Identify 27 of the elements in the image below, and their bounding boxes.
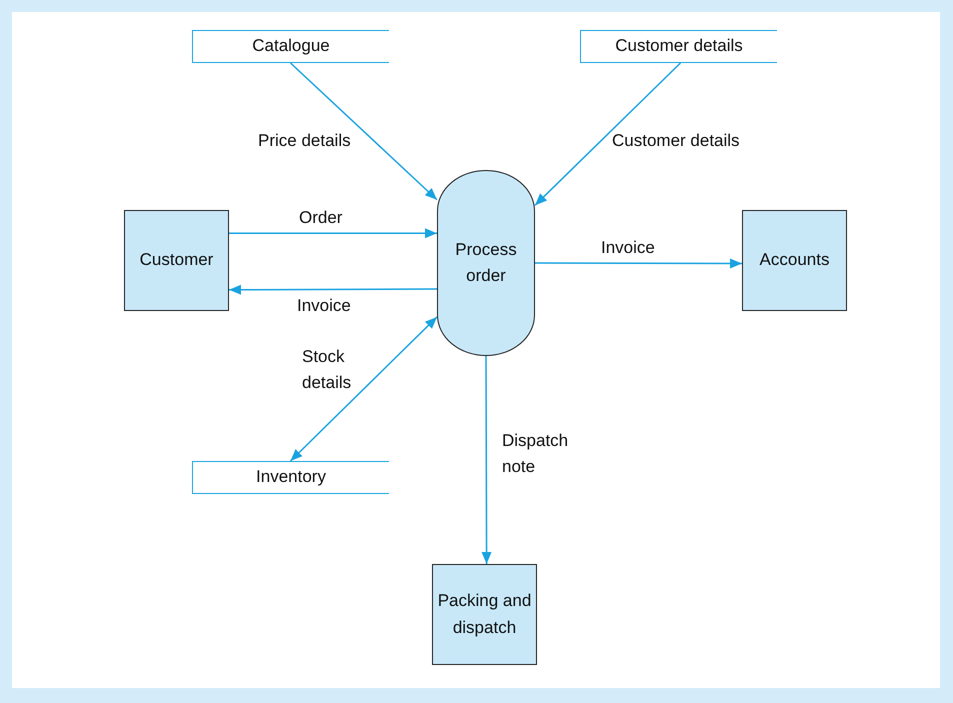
node-label: Catalogue (252, 35, 330, 58)
data-store (580, 30, 777, 63)
arrow (290, 316, 438, 462)
edge-label: Price details (258, 130, 352, 152)
edge-label: Stock details (302, 346, 352, 394)
node-label: Inventory (256, 466, 326, 488)
node-label: Packing and dispatch (437, 590, 532, 638)
arrow (290, 62, 438, 200)
edge-label: Order (299, 207, 344, 229)
node-label: Process order (454, 238, 518, 287)
arrow (229, 284, 437, 295)
arrow (534, 62, 681, 206)
edge-label: Dispatch note (502, 430, 570, 478)
entity-box (432, 564, 537, 665)
entity-box (124, 210, 229, 311)
node-label: Accounts (760, 249, 830, 272)
arrow (482, 356, 492, 564)
arrow (535, 258, 742, 268)
edge-label: Invoice (297, 295, 352, 317)
data-store (192, 461, 389, 494)
data-store (192, 30, 389, 63)
node-label: Customer (140, 249, 214, 272)
entity-box (742, 210, 847, 311)
arrow (229, 228, 437, 238)
edge-label: Customer details (612, 130, 741, 152)
edge-label: Invoice (601, 237, 656, 259)
node-label: Customer details (615, 35, 743, 58)
